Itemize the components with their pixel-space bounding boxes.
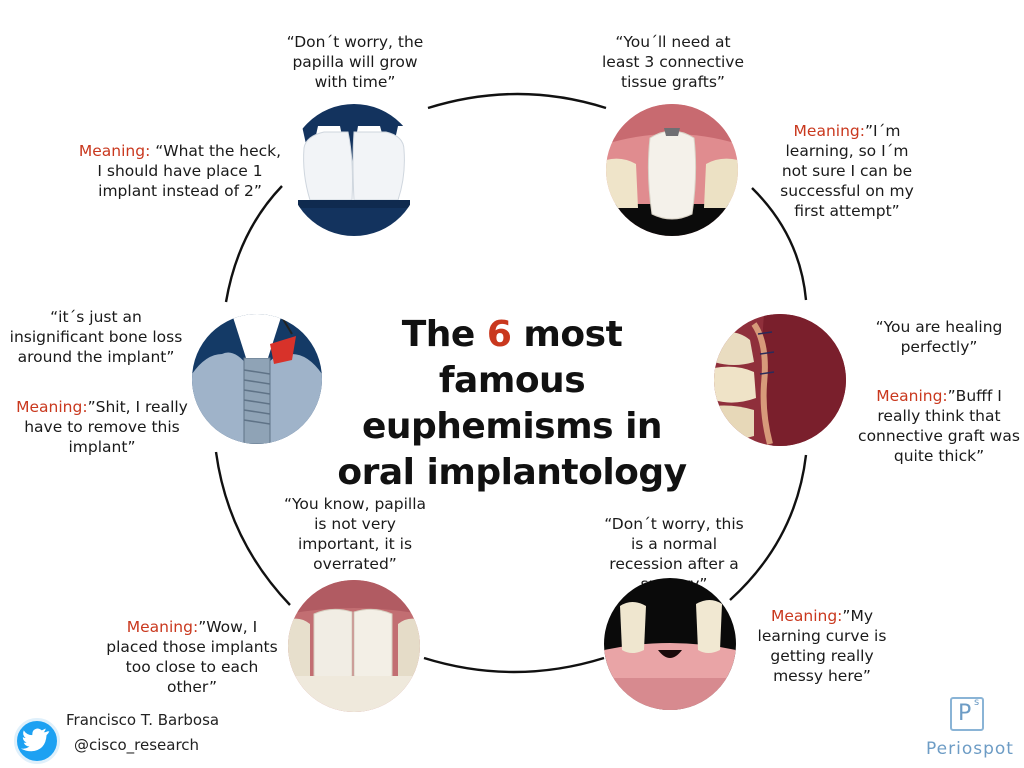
meaning-5: Meaning:”Wow, I placed those implants to… [102, 617, 282, 697]
meaning-label-2: Meaning: [793, 122, 865, 140]
quote-3: “You are healing perfectly” [875, 318, 1003, 356]
arc-bottom [423, 656, 605, 674]
twitter-bird-icon[interactable] [14, 718, 60, 764]
arc-upper-left [224, 185, 283, 303]
implant-bone-diagram-image [192, 314, 322, 444]
meaning-label-5: Meaning: [126, 618, 199, 636]
quote-2: “You´ll need at least 3 connective tissu… [601, 33, 744, 91]
adjacent-implants-photo-image [288, 580, 420, 712]
meaning-label-1: Meaning: [78, 142, 151, 160]
title-pre: The [401, 314, 487, 355]
meaning-text-1: “What the heck, I should have place 1 im… [97, 142, 282, 200]
arc-lower-left [214, 451, 291, 606]
meaning-text-2: ”I´m learning, so I´m not sure I can be … [780, 122, 914, 220]
meaning-label-3: Meaning: [876, 387, 948, 405]
meaning-text-3: ”Bufff I really think that connective gr… [858, 387, 1020, 465]
meaning-6: Meaning:”Shit, I really have to remove t… [4, 397, 200, 457]
page-title: The 6 most famous euphemisms in oral imp… [330, 312, 694, 496]
meaning-text-5: ”Wow, I placed those implants too close … [106, 618, 278, 696]
meaning-2: Meaning:”I´m learning, so I´m not sure I… [776, 121, 918, 221]
periospot-logo-mark: P s [950, 697, 984, 731]
meaning-label-6: Meaning: [16, 398, 88, 416]
title-number: 6 [486, 314, 512, 355]
quote-5: “You know, papilla is not very important… [283, 495, 427, 573]
arc-top [427, 92, 607, 110]
quote-6: “it´s just an insignificant bone loss ar… [9, 308, 183, 366]
healing-photo-image [714, 314, 846, 446]
recession-photo-image [604, 578, 736, 710]
arc-upper-right [751, 187, 808, 301]
twitter-handle[interactable]: @cisco_research [74, 736, 200, 754]
periospot-logo-text: Periospot [926, 739, 1014, 759]
logo-superscript: s [974, 697, 980, 708]
meaning-3: Meaning:”Bufff I really think that conne… [856, 386, 1022, 466]
title-post: most famous euphemisms in oral implantol… [337, 314, 687, 493]
quote-1: “Don´t worry, the papilla will grow with… [286, 33, 424, 91]
author-name: Francisco T. Barbosa [66, 711, 220, 729]
meaning-label-4: Meaning: [770, 607, 843, 625]
meaning-text-4: ”My learning curve is getting really mes… [757, 607, 887, 685]
meaning-4: Meaning:”My learning curve is getting re… [748, 606, 896, 686]
arc-lower-right [729, 454, 808, 601]
crown-photo-image [606, 104, 738, 236]
meaning-1: Meaning: “What the heck, I should have p… [76, 141, 284, 201]
meaning-text-6: ”Shit, I really have to remove this impl… [24, 398, 188, 456]
logo-letter: P [958, 701, 972, 726]
papilla-diagram-image [288, 104, 420, 236]
